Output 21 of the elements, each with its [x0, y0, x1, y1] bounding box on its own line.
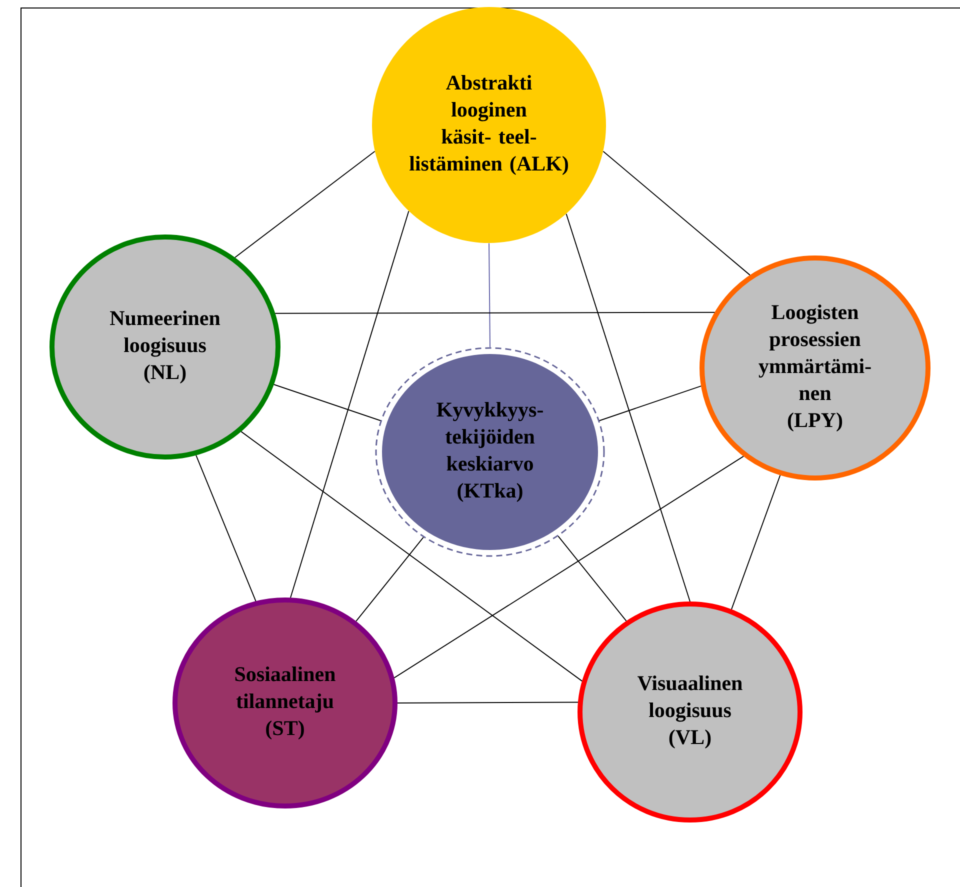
circle-node: Numeerinen loogisuus (NL) [50, 234, 280, 460]
connector-line [240, 431, 583, 682]
connector-line [558, 536, 627, 622]
connector-line [274, 312, 716, 314]
circle-node: Abstrakti looginen käsit- teel-listäminen (ALK) [372, 7, 606, 243]
connector-line [731, 474, 781, 610]
circle-node: Kyvykkyys- tekijöiden keskiarvo (KTka) [375, 347, 605, 557]
connector-line [234, 150, 376, 258]
connector-line [488, 242, 490, 348]
connector-line [356, 536, 424, 622]
connector-line [273, 384, 382, 422]
connector-line [394, 456, 744, 678]
connector-line [397, 702, 578, 704]
connector-line [598, 386, 702, 422]
connector-line [290, 210, 410, 598]
connector-line [566, 213, 690, 602]
circle-node: Loogisten prosessien ymmärtämi- nen (LPY) [700, 256, 930, 480]
connector-line [602, 150, 750, 276]
circle-node: Visuaalinen loogisuus (VL) [578, 602, 802, 822]
circle-node: Sosiaalinen tilannetaju (ST) [172, 598, 398, 808]
connector-line [196, 454, 256, 602]
